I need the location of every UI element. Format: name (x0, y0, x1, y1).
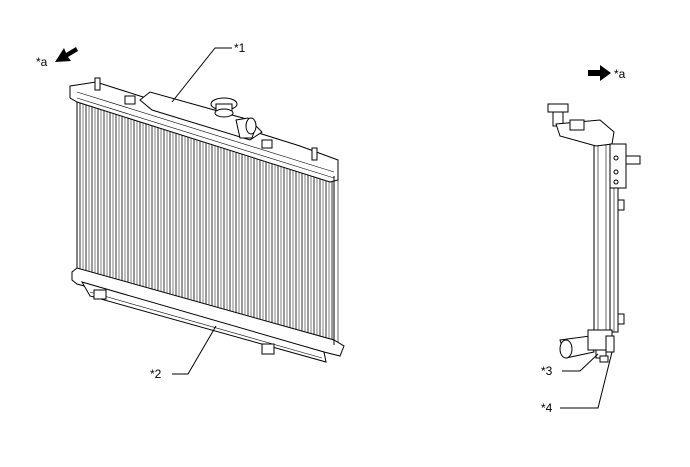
callout-4-label: *4 (541, 401, 553, 415)
inlet-pipe (235, 117, 257, 139)
upper-tank (69, 77, 339, 183)
radiator-side-view (547, 103, 641, 363)
callout-3-label: *3 (541, 364, 553, 378)
side-inlet-pipe (609, 143, 641, 189)
view-arrow-left: *a (36, 47, 78, 69)
side-frame (593, 139, 611, 341)
view-label-right: *a (614, 67, 626, 81)
view-label-left: *a (36, 55, 48, 69)
outlet-pipe (559, 329, 613, 359)
drain-cock-plug (599, 335, 615, 363)
callout-2-label: *2 (150, 367, 162, 381)
view-arrow-right: *a (588, 65, 626, 81)
callout-1-label: *1 (234, 41, 246, 55)
callout-1: *1 (171, 41, 246, 103)
callout-3: *3 (541, 353, 599, 378)
callout-2: *2 (150, 325, 217, 381)
radiator-cap (210, 97, 238, 118)
callout-4: *4 (541, 351, 613, 415)
radiator-front-view (69, 77, 345, 363)
lower-tank (71, 267, 345, 363)
radiator-fins (79, 100, 333, 343)
side-radiator-cap (547, 103, 615, 147)
